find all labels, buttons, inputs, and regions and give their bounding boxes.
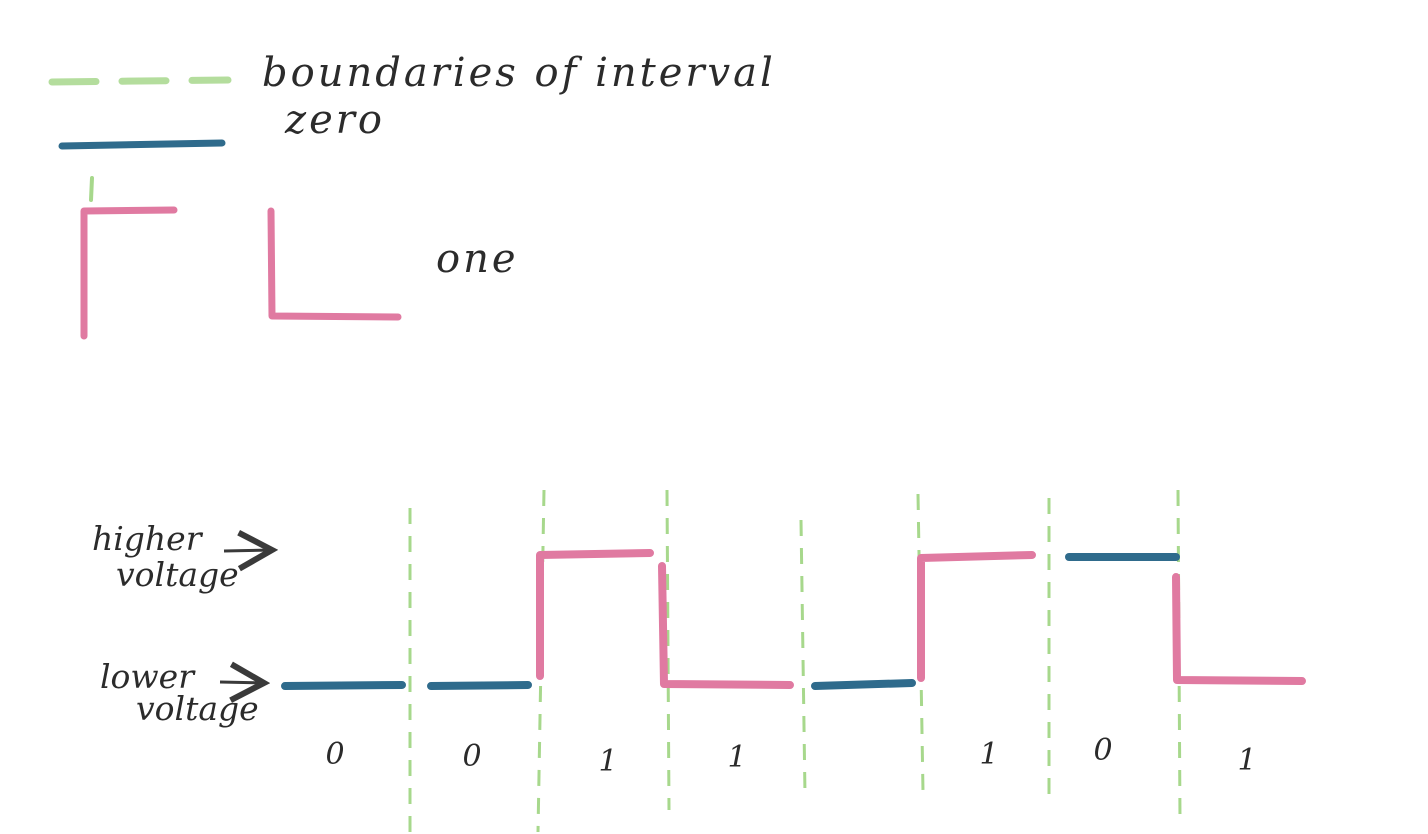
bit-label: 1: [727, 740, 746, 775]
signal-segment-one-rise: [917, 551, 1036, 682]
bit-label: 0: [325, 737, 344, 772]
boundary-line: [799, 519, 807, 796]
legend-zero-label: zero: [284, 97, 385, 143]
legend-one-rise-glyph: [80, 206, 178, 340]
bit-label: 1: [979, 737, 998, 772]
bit-label: 0: [1093, 733, 1112, 768]
higher-voltage-label: higher voltage: [92, 519, 239, 594]
bit-label: 1: [598, 744, 617, 779]
bit-label: 0: [462, 739, 481, 774]
legend-one-label: one: [436, 236, 519, 282]
higher-voltage-line2: voltage: [116, 555, 239, 594]
lower-voltage-label: lower voltage: [100, 657, 259, 728]
signal-segment-zero-low: [281, 681, 406, 690]
higher-voltage-line1: higher: [92, 519, 204, 558]
legend-boundaries-label: boundaries of interval: [262, 50, 776, 96]
higher-voltage-arrow: [223, 550, 272, 551]
legend-one-fall-glyph: [267, 207, 402, 321]
legend-zero-line: [58, 139, 226, 150]
signal-segment-one-fall: [658, 562, 794, 689]
voltage-signal: [281, 549, 1306, 690]
bit-labels: 0 0 1 1 1 0 1: [325, 733, 1256, 779]
legend: boundaries of interval zero one: [48, 50, 776, 340]
signal-segment-zero-low: [427, 681, 532, 690]
voltage-axis-labels: higher voltage lower voltage: [92, 519, 272, 728]
signal-segment-zero-low: [811, 679, 916, 690]
bit-label: 1: [1237, 743, 1256, 778]
signal-segment-one-fall: [1172, 573, 1306, 685]
lower-voltage-line2: voltage: [136, 689, 259, 728]
lower-voltage-arrow: [219, 682, 264, 683]
interval-boundaries: [408, 489, 1182, 833]
boundary-line: [665, 489, 671, 811]
legend-boundary-dashed-line: [48, 76, 232, 86]
lower-voltage-line1: lower: [100, 657, 196, 696]
signal-segment-one-rise: [536, 549, 654, 680]
legend-one-boundary-tick: [89, 176, 94, 202]
